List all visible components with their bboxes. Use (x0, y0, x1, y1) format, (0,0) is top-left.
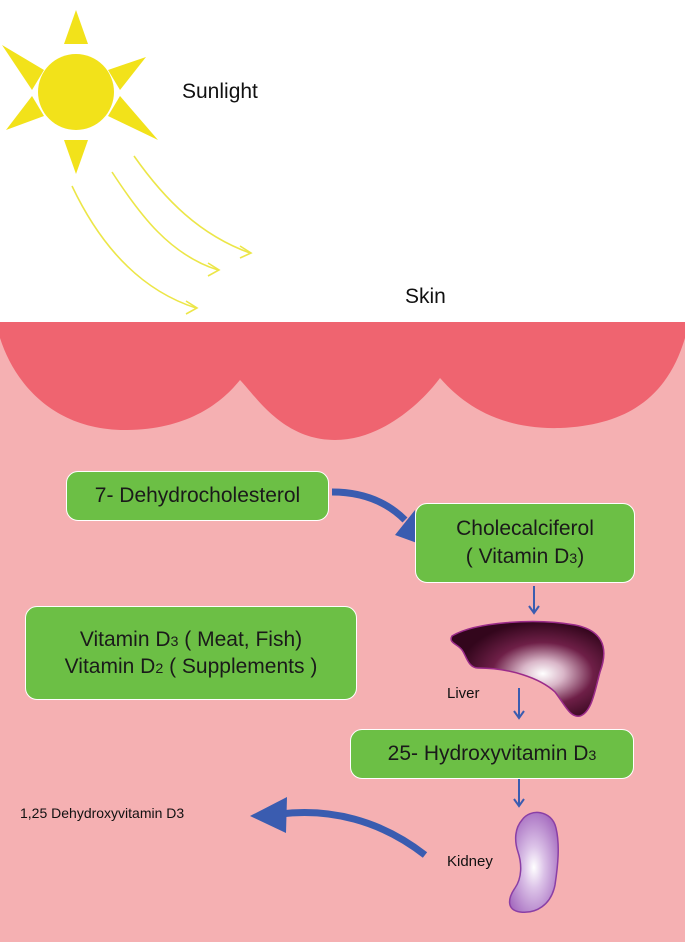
sun-ray (108, 57, 146, 90)
kidney-label: Kidney (447, 853, 493, 870)
arrowhead (239, 245, 253, 259)
sunlight-ray-arrow (111, 171, 219, 271)
cholecalciferol-line2-subscript: 3 (569, 551, 578, 567)
box-25-hydroxyvitamin-d3: 25- Hydroxyvitamin D3 (350, 729, 634, 779)
sun-ray (108, 96, 158, 140)
cholecalciferol-line1: Cholecalciferol (456, 516, 594, 540)
sun-disc (38, 54, 114, 130)
sun-ray (2, 45, 44, 90)
liver-icon (450, 620, 605, 717)
sunlight-ray-arrow (71, 185, 197, 309)
arrow-dehydro-to-chole (331, 488, 417, 543)
dietary-line1-text: Vitamin D (79, 627, 171, 651)
sunlight-rays (71, 155, 253, 315)
calcitriol-label: 1,25 Dehydroxyvitamin D3 (20, 805, 185, 821)
arrow-kidney-to-calcitriol (250, 797, 428, 858)
arrow-hydroxy-to-kidney (513, 778, 525, 808)
sun-ray (64, 10, 88, 44)
dietary-line2-source: ( Supplements ) (163, 655, 318, 678)
dietary-line1-source: ( Meat, Fish) (178, 627, 303, 651)
arrow-chole-to-liver (528, 586, 540, 615)
arrow-liver-to-hydroxy (513, 688, 525, 720)
cholecalciferol-line2-text: ( Vitamin D (465, 545, 570, 568)
sun-ray (6, 96, 44, 130)
dietary-line2-text: Vitamin D (64, 655, 156, 678)
hydroxyvitamin-subscript: 3 (588, 748, 597, 764)
skin-surface (0, 322, 685, 440)
hydroxyvitamin-text: 25- Hydroxyvitamin D3 (388, 742, 597, 766)
box-dietary-vitamin-d: Vitamin D3 ( Meat, Fish) Vitamin D2 ( Su… (25, 606, 357, 700)
box-cholecalciferol: Cholecalciferol ( Vitamin D3) (415, 503, 635, 583)
arrowhead (185, 300, 199, 315)
kidney-icon (508, 811, 559, 913)
sun-ray (64, 140, 88, 174)
cholecalciferol-line2-close: ) (577, 545, 585, 568)
sun-icon (2, 10, 158, 174)
arrowhead (207, 262, 221, 277)
sunlight-label: Sunlight (182, 80, 258, 103)
cholecalciferol-line2: ( Vitamin D3) (466, 543, 584, 571)
sunlight-ray-arrow (133, 155, 251, 254)
hydroxyvitamin-main: 25- Hydroxyvitamin D (387, 742, 589, 765)
box-7-dehydrocholesterol-text: 7- Dehydrocholesterol (94, 484, 301, 507)
liver-label: Liver (447, 685, 480, 702)
dietary-line2-subscript: 2 (155, 661, 164, 677)
dietary-line2: Vitamin D2 ( Supplements ) (65, 653, 318, 680)
dietary-line1-subscript: 3 (170, 633, 179, 650)
skin-label: Skin (405, 285, 446, 308)
dietary-line1: Vitamin D3 ( Meat, Fish) (80, 626, 302, 653)
box-7-dehydrocholesterol: 7- Dehydrocholesterol (66, 471, 329, 521)
